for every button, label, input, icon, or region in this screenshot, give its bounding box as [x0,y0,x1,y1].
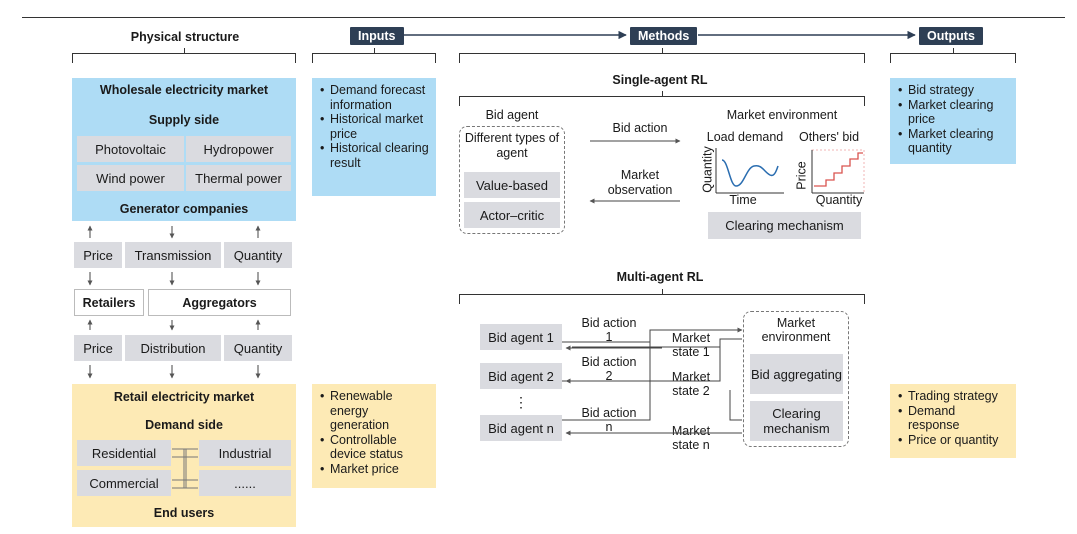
input-item: Market price [318,462,430,477]
market-state-n-label: Market state n [671,424,711,452]
bid-agent-n-box: Bid agent n [480,415,562,441]
inputs-wholesale-panel: Demand forecast information Historical m… [312,78,436,196]
bid-action-n-label: Bid action n [581,406,637,434]
single-agent-title: Single-agent RL [612,73,708,87]
output-item: Price or quantity [896,433,1010,448]
bid-agent-label: Bid agent [485,108,539,122]
bid-agent-box [459,126,565,234]
outputs-bracket [890,48,1016,63]
distribution-cell: Distribution [125,335,221,361]
lower-price-cell: Price [74,335,122,361]
wholesale-title: Wholesale electricity market [99,83,269,97]
multi-agent-title: Multi-agent RL [616,270,704,284]
lower-quantity-cell: Quantity [224,335,292,361]
agent-types-label: Different types of agent [464,131,560,160]
multi-market-environment-box [743,311,849,447]
multi-agent-arrows [562,327,743,436]
methods-bracket [459,48,865,63]
consumer-commercial: Commercial [77,470,171,496]
input-item: Controllable device status [318,433,430,462]
single-agent-bracket [459,91,865,106]
physical-structure-header: Physical structure [130,30,240,44]
others-bid-label: Others' bid [798,130,860,144]
inputs-bracket [312,48,436,63]
supply-side-label: Supply side [148,113,220,127]
upper-quantity-cell: Quantity [224,242,292,268]
bid-agent-2-box: Bid agent 2 [480,363,562,389]
consumer-interconnect [172,448,198,489]
physical-flow-arrows [87,225,261,379]
source-photovoltaic: Photovoltaic [77,136,184,162]
output-item: Trading strategy [896,389,1010,404]
market-state-1-label: Market state 1 [671,331,711,359]
agents-ellipsis: ⋮ [514,394,528,410]
output-item: Bid strategy [896,83,1010,98]
upper-price-cell: Price [74,242,122,268]
market-observation-label: Market observation [607,168,673,197]
multi-market-environment-label: Market environment [761,316,831,344]
input-item: Renewable energy generation [318,389,430,433]
multi-agent-bracket [459,289,865,304]
generator-companies-label: Generator companies [119,202,249,216]
load-demand-label: Load demand [706,130,784,144]
consumer-industrial: Industrial [199,440,291,466]
bid-action-2-label: Bid action 2 [581,355,637,383]
market-environment-label: Market environment [726,108,838,122]
inputs-header: Inputs [350,27,404,45]
input-item: Historical market price [318,112,430,141]
bid-action-1-label: Bid action 1 [581,316,637,344]
load-demand-chart [715,148,784,194]
inputs-retail-list: Renewable energy generation Controllable… [318,389,430,476]
output-item: Demand response [896,404,1010,433]
methods-header: Methods [630,27,698,45]
retail-title: Retail electricity market [113,390,255,404]
retailers-box: Retailers [74,289,144,316]
value-based-box: Value-based [464,172,560,198]
inputs-wholesale-list: Demand forecast information Historical m… [318,83,430,170]
source-wind-power: Wind power [77,165,184,191]
bid-aggregating-box: Bid aggregating [750,354,843,394]
input-item: Demand forecast information [318,83,430,112]
outputs-wholesale-panel: Bid strategy Market clearing price Marke… [890,78,1016,164]
bid-action-label: Bid action [612,121,668,135]
outputs-header: Outputs [919,27,983,45]
output-item: Market clearing quantity [896,127,1010,156]
end-users-label: End users [153,506,215,520]
outputs-wholesale-list: Bid strategy Market clearing price Marke… [896,83,1010,156]
others-bid-chart [811,149,865,194]
source-thermal-power: Thermal power [186,165,291,191]
input-item: Historical clearing result [318,141,430,170]
aggregators-box: Aggregators [148,289,291,316]
bid-quantity-axis-label: Quantity [815,193,863,207]
consumer-residential: Residential [77,440,171,466]
transmission-cell: Transmission [125,242,221,268]
clearing-mechanism-box: Clearing mechanism [708,212,861,239]
source-hydropower: Hydropower [186,136,291,162]
demand-side-label: Demand side [145,418,223,432]
multi-clearing-mechanism-box: Clearing mechanism [750,401,843,441]
physical-bracket [72,48,296,63]
inputs-retail-panel: Renewable energy generation Controllable… [312,384,436,488]
time-axis-label: Time [729,193,757,207]
actor-critic-box: Actor–critic [464,202,560,228]
bid-agent-1-box: Bid agent 1 [480,324,562,350]
outputs-retail-list: Trading strategy Demand response Price o… [896,389,1010,447]
output-item: Market clearing price [896,98,1010,127]
consumer-more: ...... [199,470,291,496]
outputs-retail-panel: Trading strategy Demand response Price o… [890,384,1016,458]
top-rule [22,17,1065,18]
